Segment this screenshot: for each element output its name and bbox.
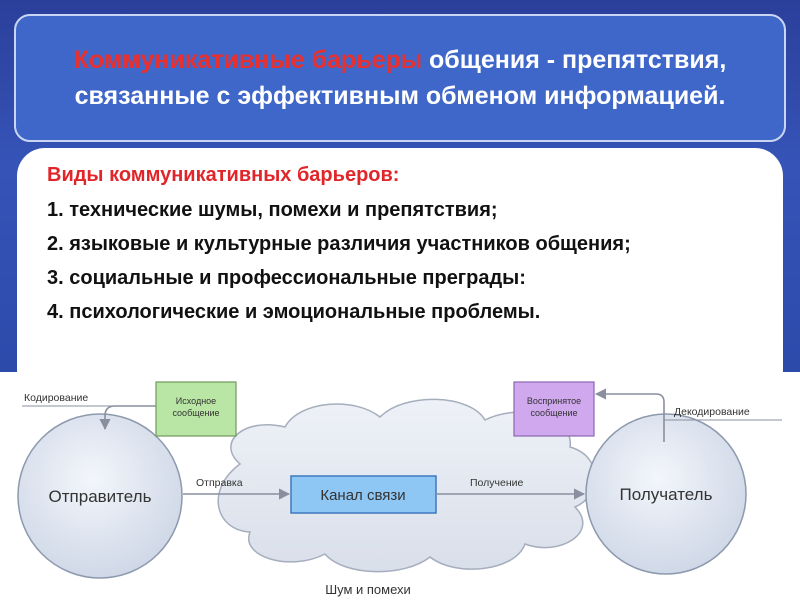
noise-label: Шум и помехи [325,582,411,597]
received-message-box [513,381,595,437]
sending-label: Отправка [196,477,243,489]
barriers-heading: Виды коммуникативных барьеров: [47,164,400,186]
title-panel: Коммуникативные барьеры общения - препят… [14,14,786,142]
source-message-line-2: сообщение [172,408,219,418]
decoding-label: Декодирование [674,406,750,418]
decoding-arrow [594,388,665,442]
receiver-label: Получатель [620,485,713,504]
receiving-label: Получение [470,477,524,489]
source-message-box [155,381,237,437]
barrier-item-3: 3. социальные и профессиональные преград… [47,267,526,289]
barrier-item-4: 4. психологические и эмоциональные пробл… [47,301,541,323]
title-highlight: Коммуникативные барьеры [73,46,423,74]
slide-title: Коммуникативные барьеры общения - препят… [50,42,750,114]
channel-box [290,475,437,514]
received-message-line-1: Воспринятое [527,396,581,406]
title-rest: общения - препятствия, связанные с эффек… [74,46,727,110]
communication-diagram-svg: Отправитель Получатель Канал связи Исход… [17,381,782,597]
barrier-item-1: 1. технические шумы, помехи и препятстви… [47,199,498,221]
sender-label: Отправитель [49,487,152,506]
receiver-circle [585,413,747,575]
barriers-panel: Виды коммуникативных барьеров: 1. технич… [17,148,783,372]
source-message-line-1: Исходное [176,396,216,406]
sender-circle [17,413,183,579]
channel-label: Канал связи [320,487,405,504]
barrier-item-2: 2. языковые и культурные различия участн… [47,233,631,255]
communication-diagram: Отправитель Получатель Канал связи Исход… [0,372,800,600]
received-message-line-2: сообщение [530,408,577,418]
encoding-label: Кодирование [24,392,88,404]
